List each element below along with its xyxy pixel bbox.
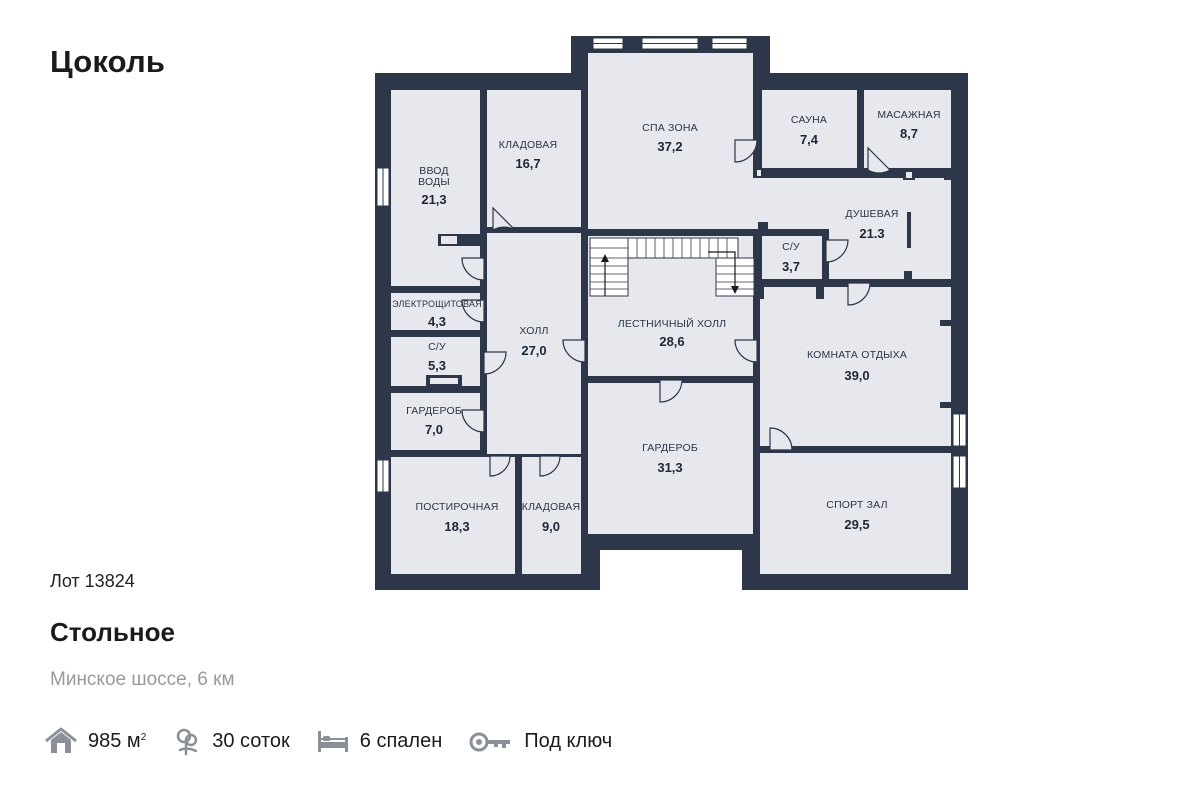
room-name: ВВОД bbox=[419, 165, 449, 177]
door bbox=[489, 455, 511, 477]
room-name: ВОДЫ bbox=[418, 176, 450, 188]
room-labels: ВВОД ВОДЫ 21,3 КЛАДОВАЯ 16,7 СПА ЗОНА 37… bbox=[392, 109, 940, 534]
lot-number: Лот 13824 bbox=[50, 571, 135, 591]
room-massage bbox=[864, 90, 951, 168]
room-area: 8,7 bbox=[900, 126, 918, 141]
finish-type: Под ключ bbox=[524, 729, 613, 752]
room-area: 18,3 bbox=[444, 519, 469, 534]
room-area: 7,4 bbox=[800, 132, 819, 147]
room-area: 29,5 bbox=[844, 517, 869, 532]
room-name: ГАРДЕРОБ bbox=[406, 405, 462, 417]
staircase bbox=[589, 237, 755, 297]
area-value: 985 м bbox=[88, 729, 141, 752]
room-laundry bbox=[391, 457, 515, 574]
room-area: 27,0 bbox=[521, 343, 546, 358]
room-name: СПОРТ ЗАЛ bbox=[826, 499, 887, 511]
door bbox=[483, 351, 507, 375]
room-area: 39,0 bbox=[844, 368, 869, 383]
room-name: СПА ЗОНА bbox=[642, 122, 698, 134]
bed-icon bbox=[317, 731, 348, 752]
room-name: ЭЛЕКТРОЩИТОВАЯ bbox=[392, 299, 482, 309]
plot-size: 30 соток bbox=[212, 729, 290, 752]
room-water-input bbox=[391, 90, 480, 286]
room-sauna bbox=[762, 90, 857, 168]
door bbox=[659, 379, 683, 403]
door bbox=[461, 257, 485, 281]
room-gym bbox=[760, 453, 951, 574]
room-area: 28,6 bbox=[659, 334, 684, 349]
stat-plot: 30 соток bbox=[172, 726, 290, 756]
bedroom-count: 6 спален bbox=[359, 729, 443, 752]
door bbox=[461, 409, 485, 433]
room-name: САУНА bbox=[791, 114, 827, 126]
room-name: КОМНАТА ОТДЫХА bbox=[807, 349, 907, 361]
room-name: ДУШЕВАЯ bbox=[845, 208, 898, 220]
house-icon bbox=[45, 727, 77, 753]
room-lounge bbox=[760, 287, 951, 446]
room-shower bbox=[829, 178, 951, 279]
room-area: 7,0 bbox=[425, 422, 443, 437]
room-area: 4,3 bbox=[428, 314, 446, 329]
highway-distance: Минское шоссе, 6 км bbox=[50, 669, 235, 690]
door bbox=[825, 239, 849, 263]
room-name: КЛАДОВАЯ bbox=[499, 139, 557, 151]
room-area: 16,7 bbox=[515, 156, 540, 171]
room-name: МАСАЖНАЯ bbox=[877, 109, 940, 121]
room-name: ХОЛЛ bbox=[519, 325, 548, 337]
room-wardrobe-big bbox=[588, 383, 753, 534]
room-storage-2 bbox=[522, 457, 581, 574]
area-unit-sup: 2 bbox=[140, 731, 147, 743]
door bbox=[847, 282, 871, 306]
door bbox=[562, 339, 586, 363]
door bbox=[461, 299, 485, 323]
room-name: С/У bbox=[428, 341, 446, 353]
room-area: 9,0 bbox=[542, 519, 560, 534]
key-icon bbox=[469, 732, 511, 752]
door bbox=[492, 206, 516, 232]
room-name: ГАРДЕРОБ bbox=[642, 442, 698, 454]
room-wc-right bbox=[762, 236, 822, 279]
stat-bedrooms: 6 спален bbox=[316, 728, 442, 754]
stat-finish: Под ключ bbox=[468, 728, 612, 754]
room-name: С/У bbox=[782, 241, 800, 253]
door bbox=[734, 339, 758, 363]
room-storage-1 bbox=[487, 90, 581, 227]
room-area: 5,3 bbox=[428, 358, 446, 373]
door bbox=[734, 139, 758, 163]
door bbox=[539, 455, 561, 477]
door bbox=[769, 427, 793, 451]
floor-title: Цоколь bbox=[50, 44, 166, 79]
room-area: 31,3 bbox=[657, 460, 682, 475]
room-name: КЛАДОВАЯ bbox=[522, 501, 580, 513]
plan-doors bbox=[461, 139, 891, 477]
room-area: 3,7 bbox=[782, 259, 800, 274]
room-name: ЛЕСТНИЧНЫЙ ХОЛЛ bbox=[618, 317, 727, 330]
room-area: 37,2 bbox=[657, 139, 682, 154]
village-name: Стольное bbox=[50, 617, 175, 647]
tree-icon bbox=[177, 728, 198, 756]
room-area: 21.3 bbox=[859, 226, 884, 241]
door bbox=[867, 146, 891, 174]
room-name: ПОСТИРОЧНАЯ bbox=[416, 501, 499, 513]
room-area: 21,3 bbox=[421, 192, 446, 207]
